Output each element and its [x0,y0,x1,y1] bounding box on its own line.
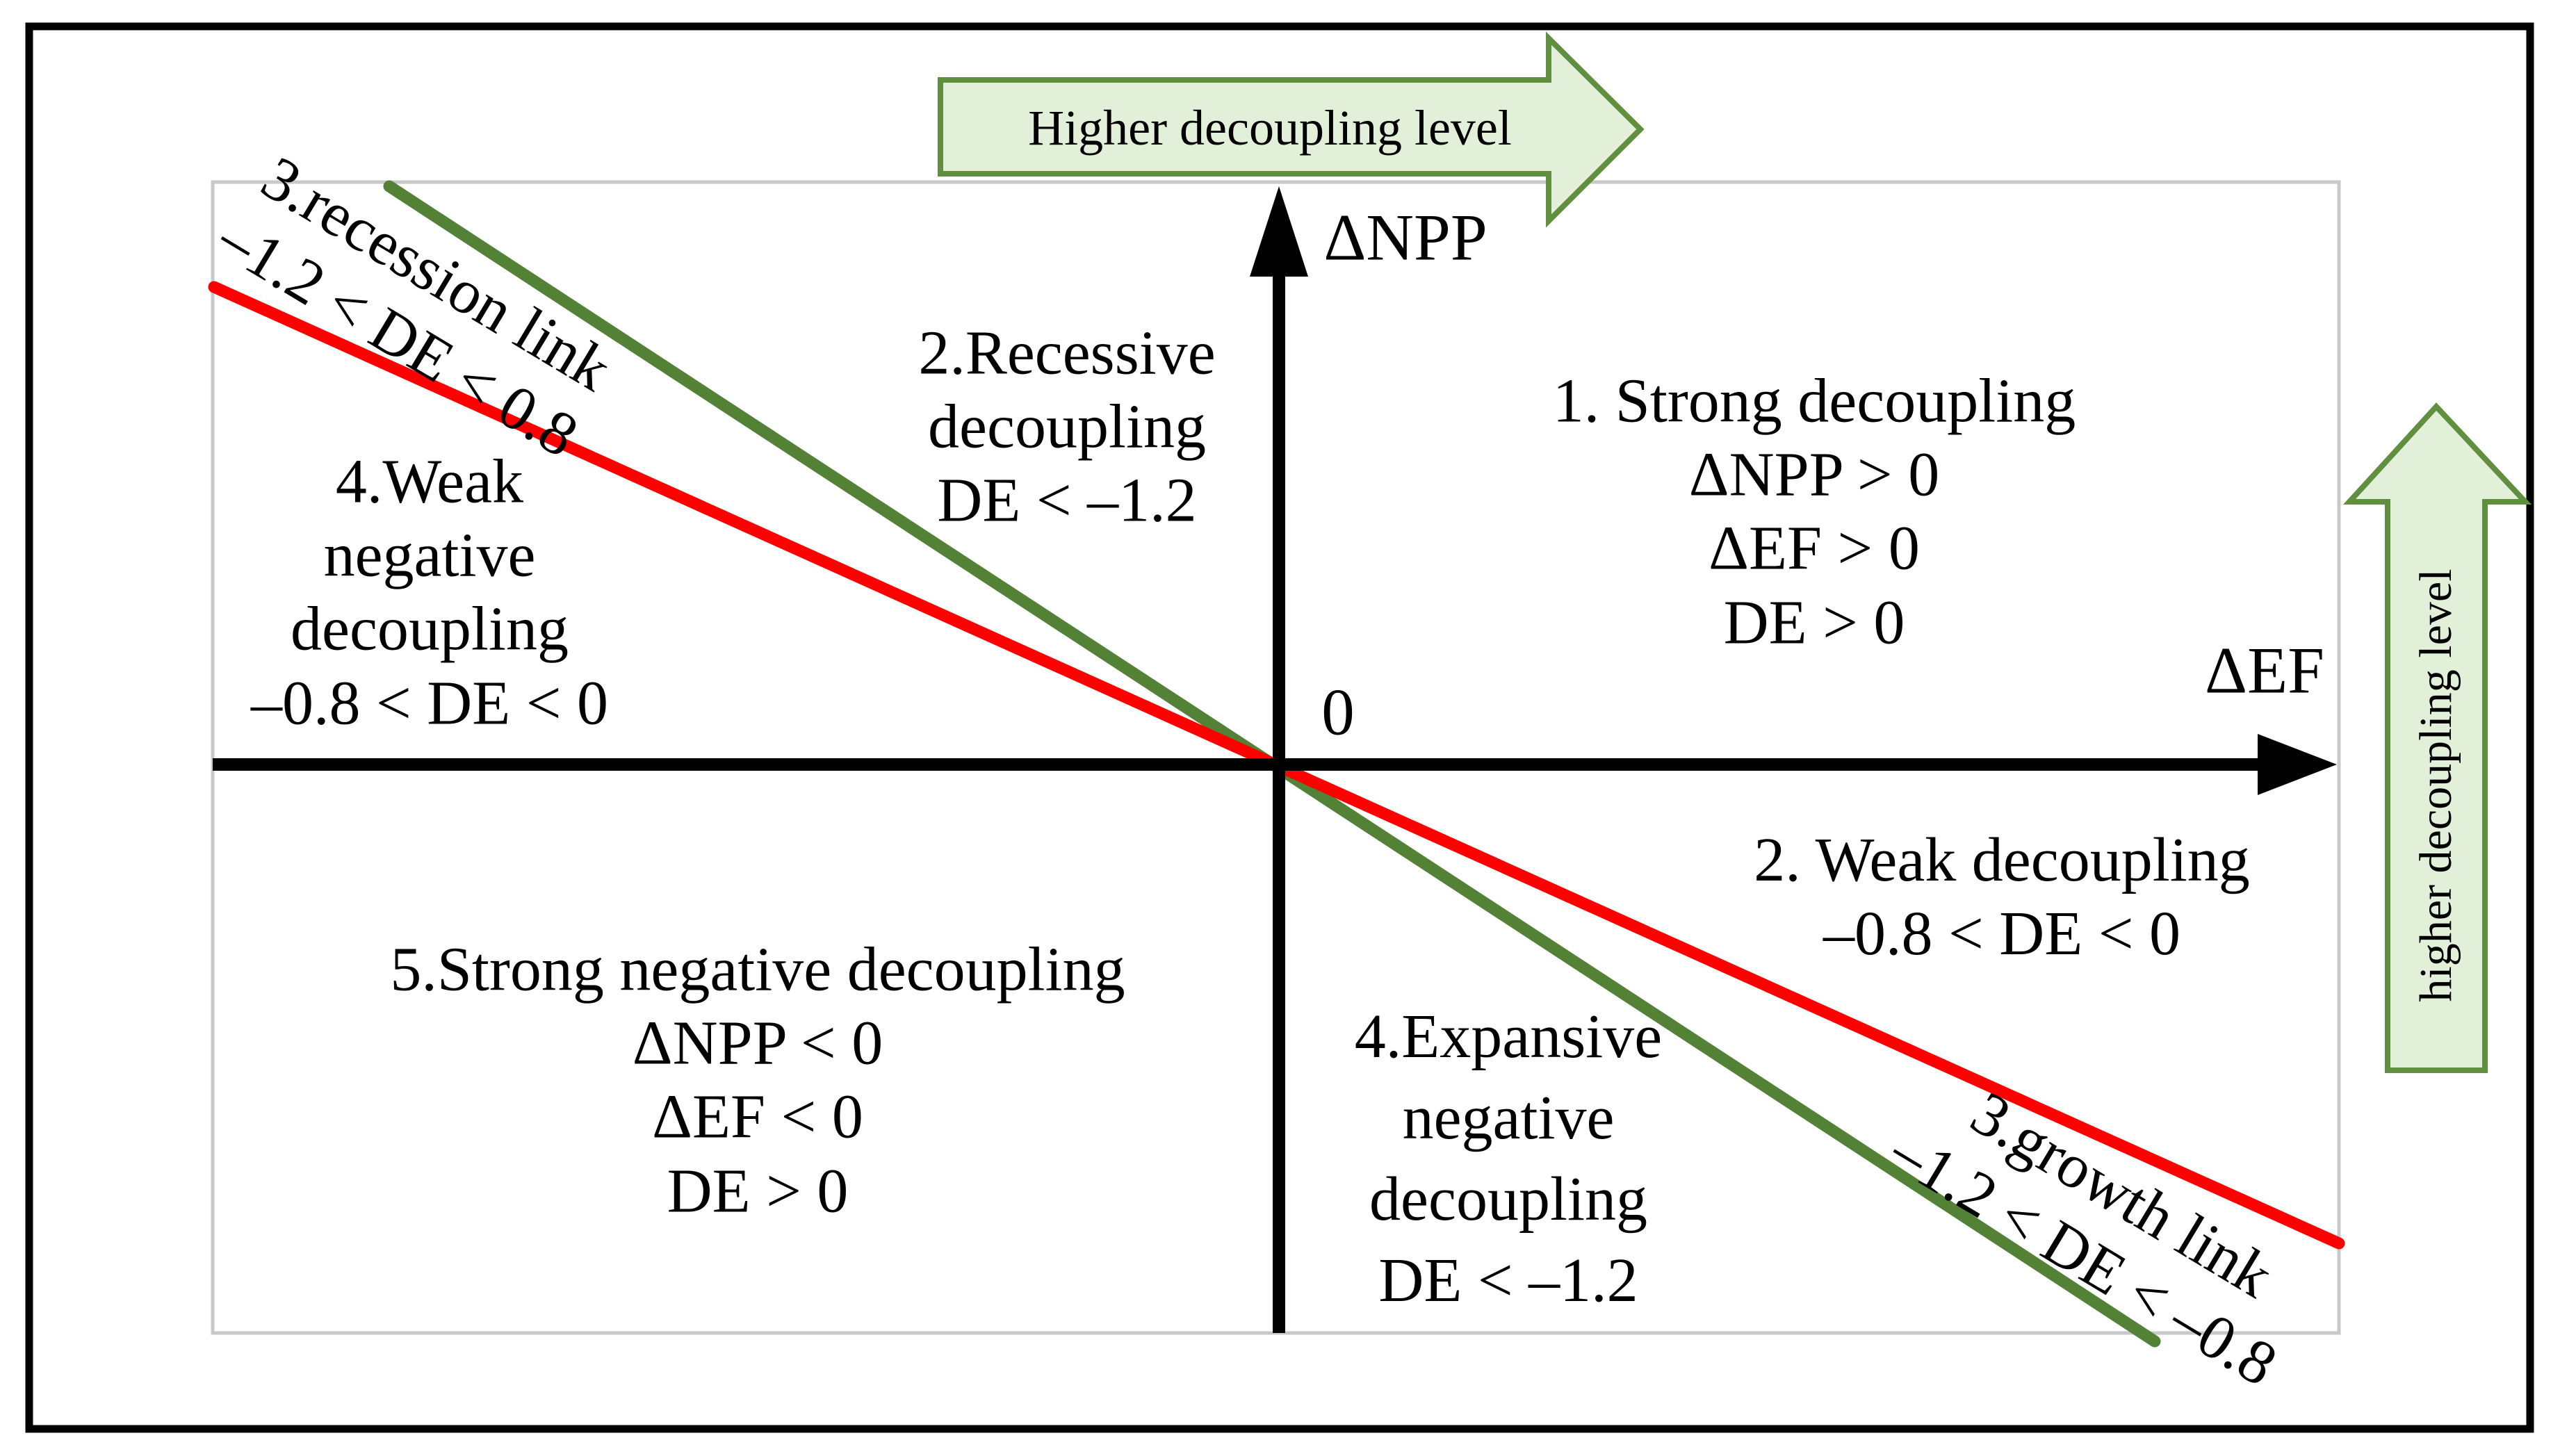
top-block-arrow-icon [938,31,1645,228]
y-axis-arrowhead-icon [1250,186,1308,277]
region-label-weak-decoupling: 2. Weak decoupling –0.8 < DE < 0 [1754,825,2250,968]
right-arrow-label: higher decoupling level [2411,569,2461,1002]
x-axis-arrowhead-icon [2258,734,2337,795]
origin-label: 0 [1321,675,1355,749]
region-label-recessive-decoupling: 2.Recessive decoupling DE < –1.2 [918,318,1216,536]
top-arrow-label: Higher decoupling level [1028,100,1512,156]
region-label-strong-decoupling: 1. Strong decoupling ΔNPP > 0 ΔEF > 0 DE… [1552,366,2076,657]
region-label-strong-negative-decoupling: 5.Strong negative decoupling ΔNPP < 0 ΔE… [390,935,1125,1226]
region-label-weak-negative-decoupling: 4.Weak negative decoupling –0.8 < DE < 0 [251,447,608,738]
x-axis-label: ΔEF [2205,633,2324,707]
region-label-expansive-negative-decoupling: 4.Expansive negative decoupling DE < –1.… [1354,1002,1663,1315]
outer-border [25,22,2534,1433]
right-block-arrow-icon [2342,402,2532,1073]
y-axis-label: ΔNPP [1323,200,1487,275]
